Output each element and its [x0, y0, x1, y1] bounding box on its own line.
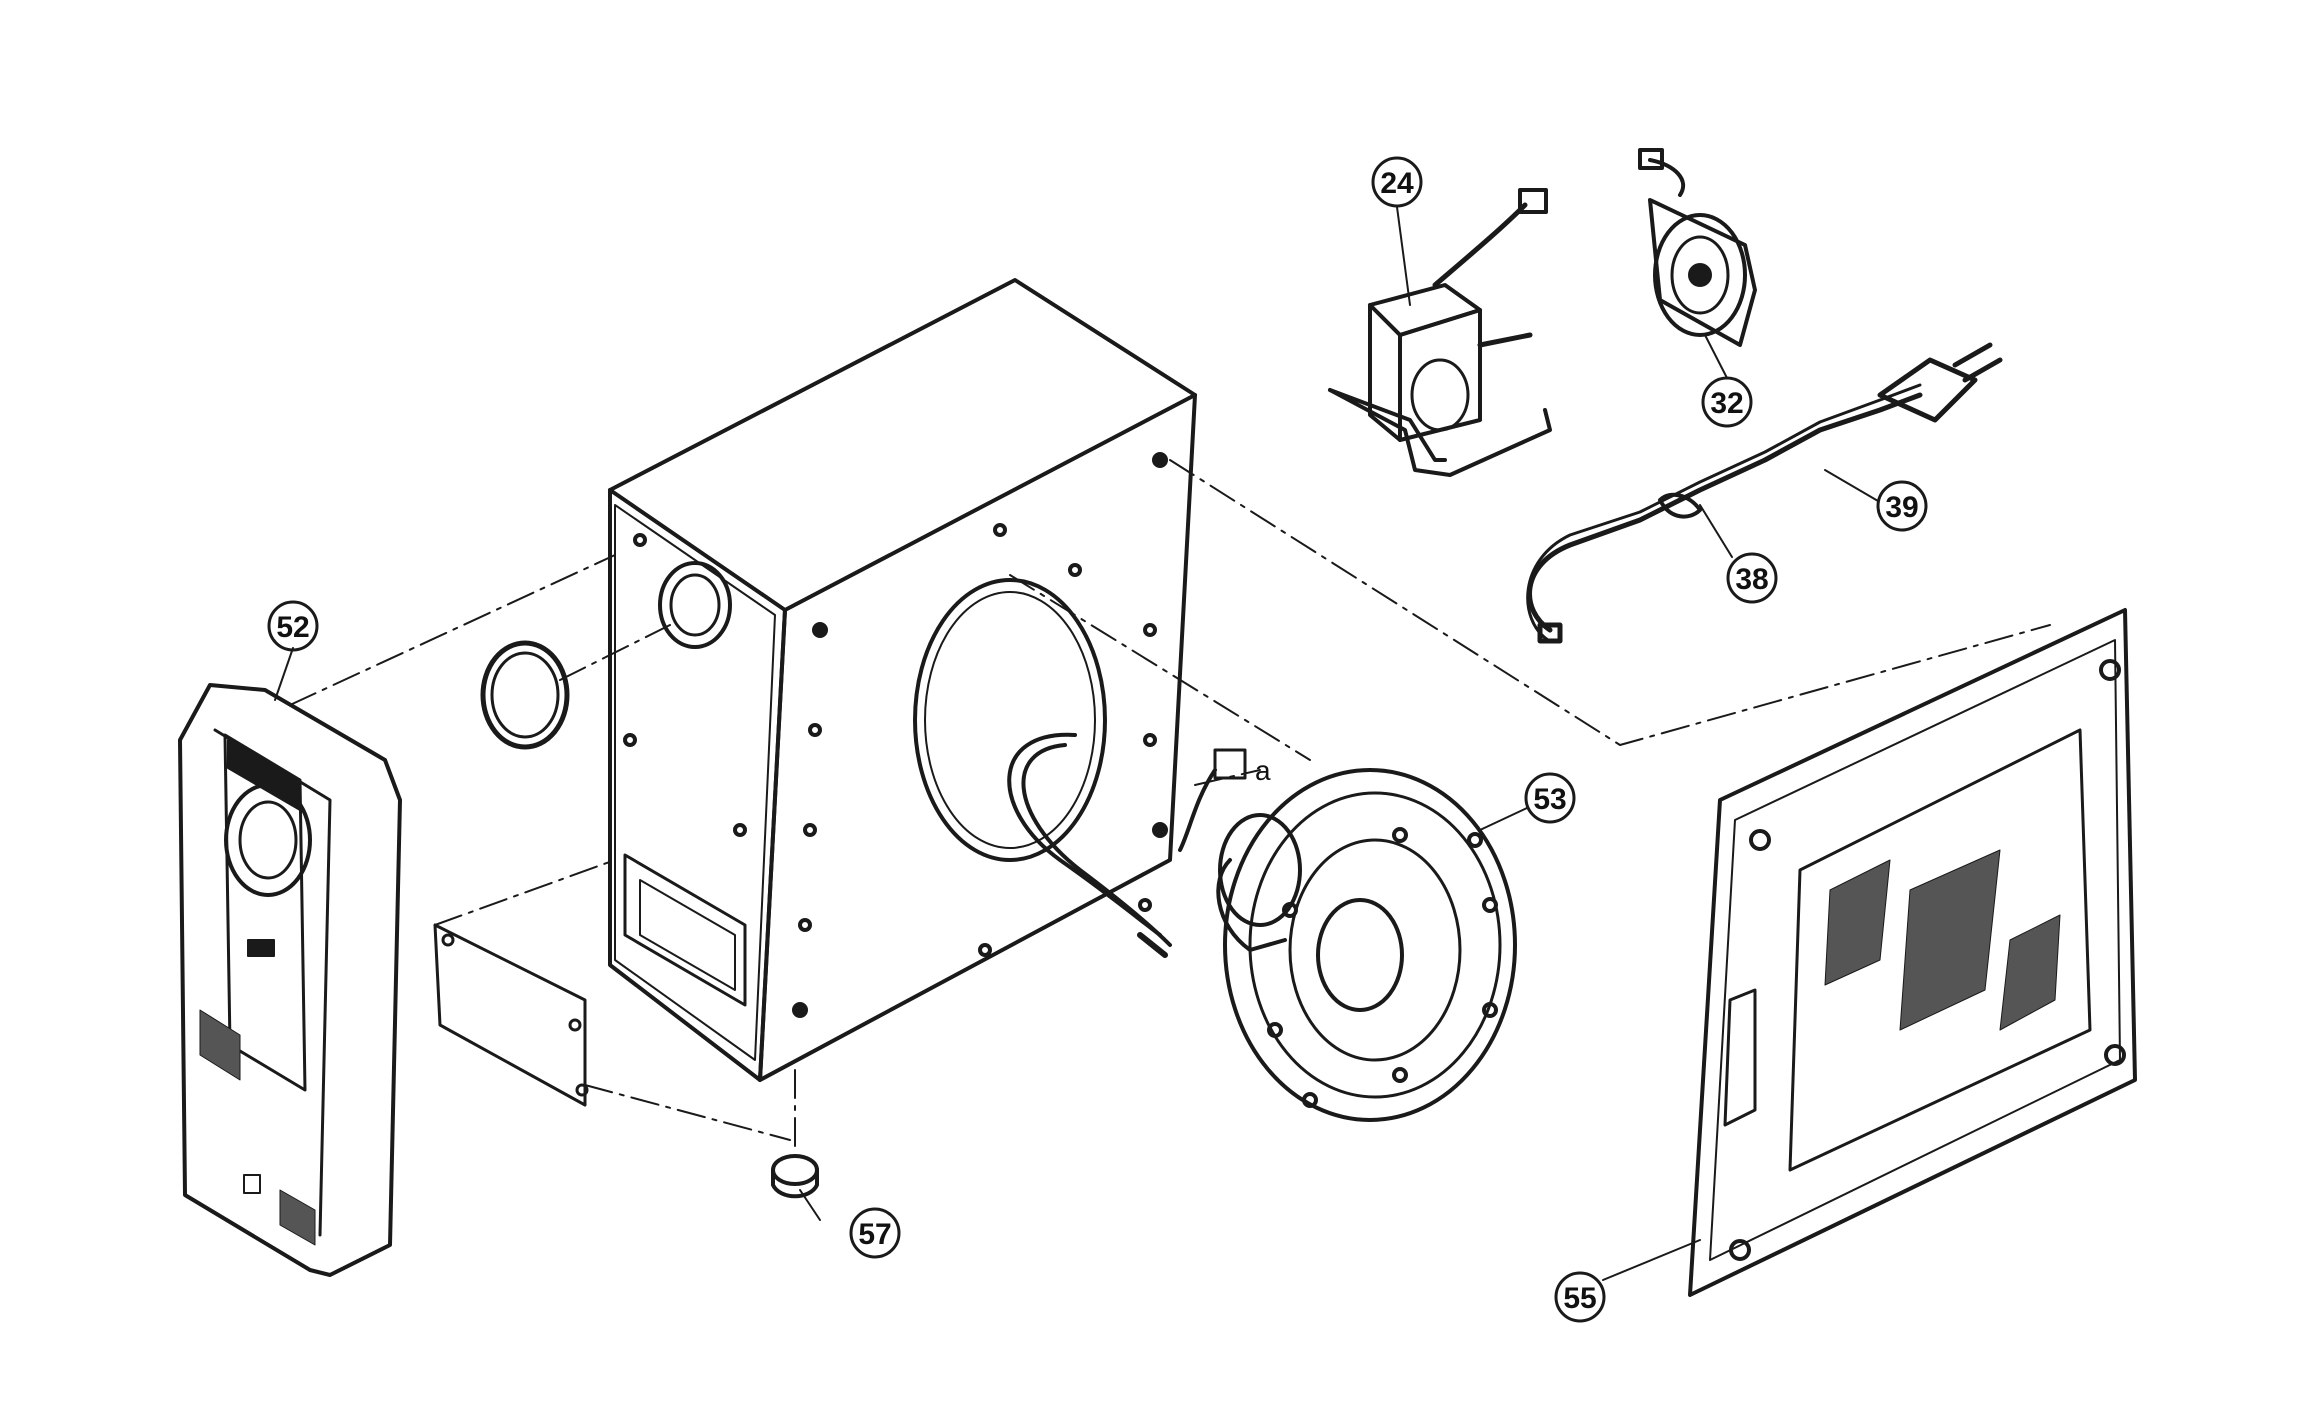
callout-24-circle [1371, 156, 1423, 208]
callout-39-circle [1876, 480, 1928, 532]
callout-32-circle [1701, 376, 1753, 428]
internal-wiring [1007, 732, 1247, 958]
foot [771, 1154, 819, 1199]
callout-55-circle [1554, 1271, 1606, 1323]
callout-38-circle [1726, 552, 1778, 604]
cabinet [608, 278, 1197, 1082]
fan [1638, 148, 1757, 347]
callout-53-circle [1524, 772, 1576, 824]
connector-label: a [1255, 755, 1271, 786]
callout-57-circle [849, 1207, 901, 1259]
front-panel [178, 683, 402, 1277]
callout-38-label: 38 [1735, 563, 1768, 596]
power-cord [1526, 342, 2003, 644]
callout-32-label: 32 [1710, 387, 1743, 420]
woofer [1216, 768, 1517, 1122]
callout-55-label: 55 [1563, 1282, 1596, 1315]
grille [1688, 608, 2137, 1297]
callout-39-label: 39 [1885, 491, 1918, 524]
bottom-plate [433, 923, 589, 1107]
callout-52-label: 52 [276, 611, 309, 644]
callout-53-label: 53 [1533, 783, 1566, 816]
assembly-lines [289, 459, 2051, 1151]
transformer [1328, 188, 1552, 477]
leader-lines [274, 206, 1879, 1281]
callout-52-circle [267, 600, 319, 652]
callout-circles [267, 156, 1928, 1323]
port-ring [480, 640, 570, 750]
callout-24-label: 24 [1380, 167, 1414, 200]
callout-57-label: 57 [858, 1218, 891, 1251]
